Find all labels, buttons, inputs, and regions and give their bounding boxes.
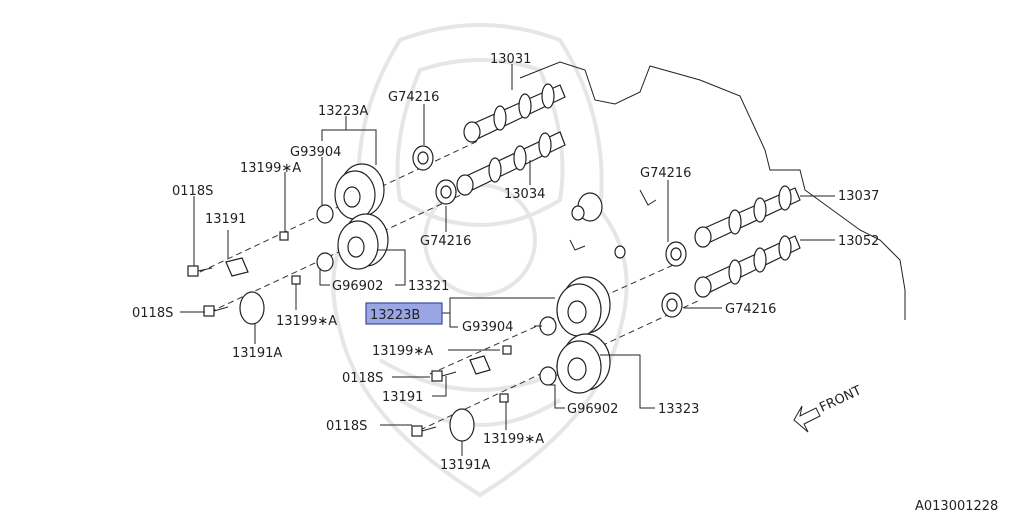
part-label-13223b[interactable]: 13223B	[370, 308, 420, 323]
part-label-g93904-top[interactable]: G93904	[290, 145, 341, 160]
part-label-13191-low[interactable]: 13191	[382, 390, 423, 405]
part-label-g74216-low[interactable]: G74216	[725, 302, 776, 317]
misc-parts	[569, 189, 657, 259]
part-label-13052[interactable]: 13052	[838, 234, 879, 249]
part-label-13321[interactable]: 13321	[408, 279, 449, 294]
part-label-13199a-low2[interactable]: 13199∗A	[483, 432, 544, 447]
part-label-g96902-low[interactable]: G96902	[567, 402, 618, 417]
engine-outline	[519, 61, 906, 320]
camshaft-13037	[694, 185, 801, 248]
part-label-g74216-mid[interactable]: G74216	[420, 234, 471, 249]
bolts	[187, 231, 512, 437]
part-label-0118s-low1[interactable]: 0118S	[342, 371, 383, 386]
plates	[225, 257, 491, 442]
oil-seal-low	[661, 292, 683, 318]
part-label-0118s-top[interactable]: 0118S	[172, 184, 213, 199]
part-label-13199a-low1[interactable]: 13199∗A	[372, 344, 433, 359]
part-label-13223b-highlight[interactable]	[365, 302, 443, 325]
camshaft-13034	[456, 131, 566, 196]
part-label-g96902-top[interactable]: G96902	[332, 279, 383, 294]
camshaft-13052	[694, 235, 801, 298]
part-label-13199a-top[interactable]: 13199∗A	[240, 161, 301, 176]
front-indicator: FRONT	[793, 383, 864, 433]
part-labels: 13031 13223A G74216 G93904 13199∗A 0118S…	[132, 52, 879, 473]
part-label-0118s-mid[interactable]: 0118S	[132, 306, 173, 321]
part-label-13191a-low[interactable]: 13191A	[440, 458, 490, 473]
leader-lines	[180, 64, 835, 456]
front-arrow-icon	[793, 405, 821, 433]
sprocket-13223b	[556, 276, 611, 337]
part-label-13191-top[interactable]: 13191	[205, 212, 246, 227]
sprocket-13321	[337, 213, 389, 270]
o-rings	[316, 204, 557, 386]
oil-seal-top	[412, 145, 434, 171]
camshaft-13031	[463, 83, 566, 143]
sprocket-13323	[556, 333, 611, 394]
part-label-13323[interactable]: 13323	[658, 402, 699, 417]
oil-seal-right	[665, 241, 687, 267]
part-label-13034[interactable]: 13034	[504, 187, 545, 202]
part-label-13223a[interactable]: 13223A	[318, 104, 368, 119]
part-label-g93904-low[interactable]: G93904	[462, 320, 513, 335]
part-label-g74216-right[interactable]: G74216	[640, 166, 691, 181]
sprocket-13223a	[334, 163, 385, 220]
part-label-13191a-mid[interactable]: 13191A	[232, 346, 282, 361]
oil-seal-mid	[435, 179, 457, 205]
front-label: FRONT	[817, 383, 864, 415]
part-label-0118s-low2[interactable]: 0118S	[326, 419, 367, 434]
part-label-g74216-top[interactable]: G74216	[388, 90, 439, 105]
part-label-13037[interactable]: 13037	[838, 189, 879, 204]
diagram-id: A013001228	[915, 499, 998, 512]
part-label-13031[interactable]: 13031	[490, 52, 531, 67]
part-label-13199a-mid[interactable]: 13199∗A	[276, 314, 337, 329]
